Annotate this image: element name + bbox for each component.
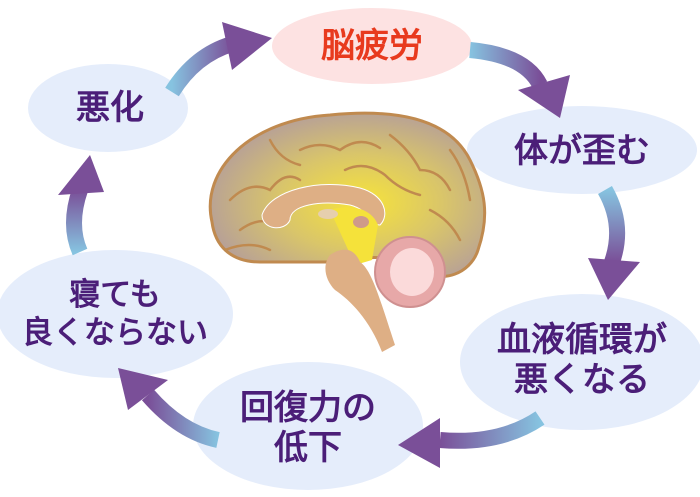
node-poor-circulation-line2: 悪くなる: [514, 360, 650, 400]
bubble-recovery-decline: [193, 362, 423, 490]
node-poor-circulation-line1: 血液循環が: [497, 320, 667, 360]
node-sleep-no-help-line1: 寝ても: [69, 277, 161, 313]
node-recovery-decline-line1: 回復力の: [240, 388, 376, 428]
node-worsening: 悪化: [76, 88, 144, 128]
node-poor-circulation: 血液循環が 悪くなる: [497, 320, 667, 400]
bubble-poor-circulation: [460, 294, 700, 430]
arrow-sleep-to-worsening: [58, 155, 104, 256]
node-recovery-decline-line2: 低下: [274, 428, 342, 468]
node-sleep-no-help: 寝ても 良くならない: [22, 276, 208, 352]
arrow-body-to-circulation: [588, 186, 640, 300]
arrow-recovery-to-sleep: [118, 368, 220, 448]
arrow-circulation-to-recovery: [398, 411, 545, 468]
node-brain-fatigue: 脳疲労: [321, 26, 423, 66]
arrow-worsening-to-fatigue: [165, 22, 272, 97]
bubble-sleep-no-help: [0, 250, 233, 378]
bubble-worsening: [28, 64, 188, 152]
brain-illustration: [208, 111, 487, 352]
arrow-fatigue-to-body: [469, 42, 570, 118]
bubble-brain-fatigue: [272, 8, 472, 84]
bubble-body-distortion: [467, 106, 697, 194]
node-body-distortion: 体が歪む: [514, 131, 650, 171]
node-recovery-decline: 回復力の 低下: [240, 388, 376, 468]
node-sleep-no-help-line2: 良くならない: [22, 315, 208, 351]
